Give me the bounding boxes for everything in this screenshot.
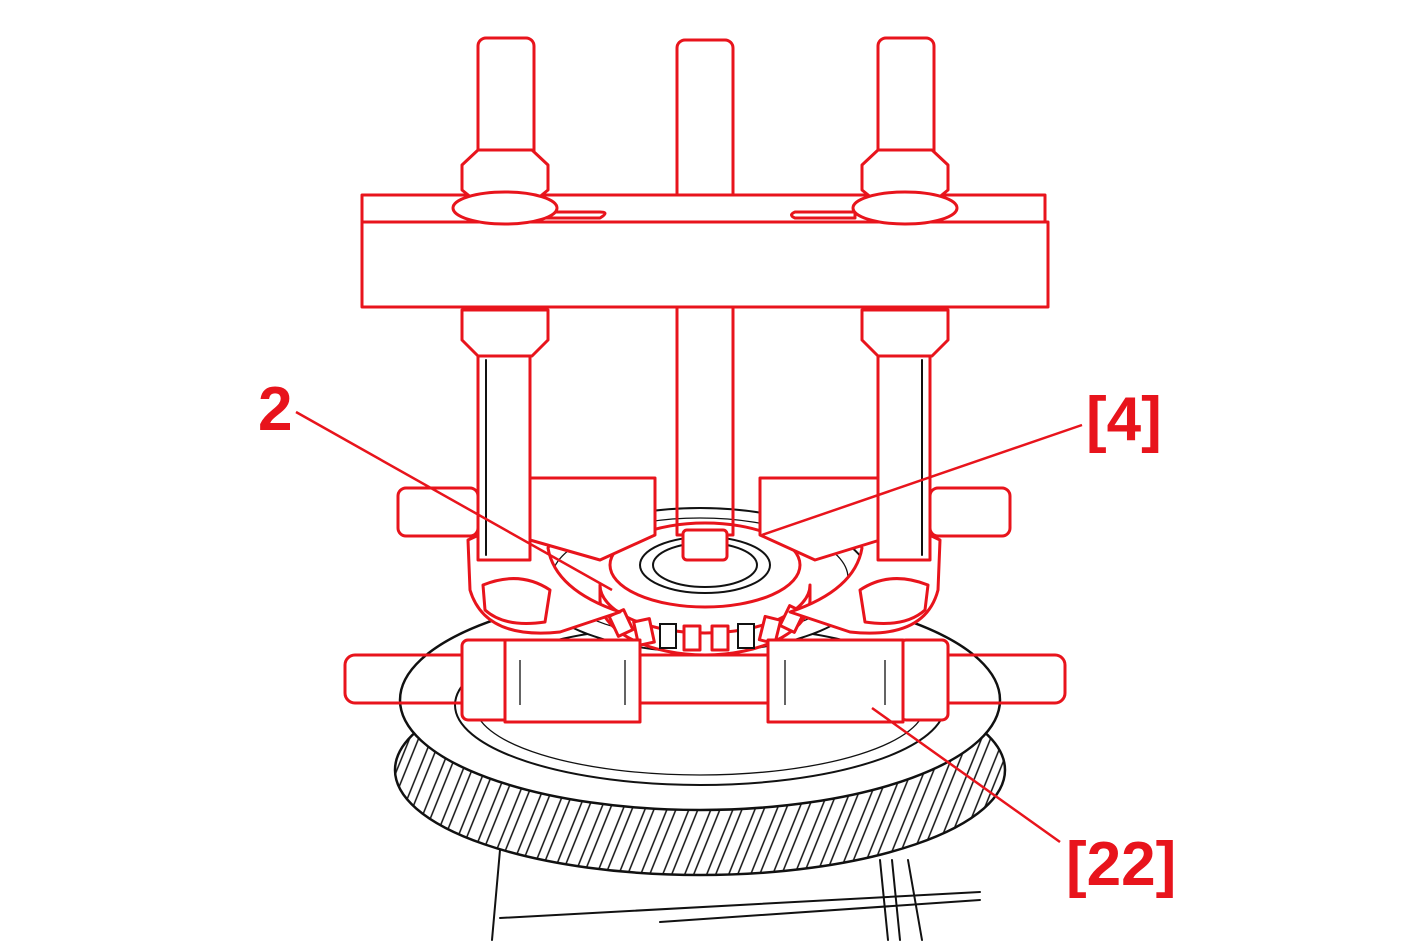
leader-lines: [295, 410, 1083, 844]
left-upper-rod: [451, 36, 559, 226]
callout-22: [22]: [1066, 830, 1176, 899]
cross-bar-assembly: [343, 638, 1067, 724]
vertical-rods: [476, 348, 932, 562]
leader-2: [295, 410, 613, 592]
lower-beam-nuts: [460, 308, 950, 358]
callout-2: 2: [258, 375, 292, 444]
leader-4: [761, 423, 1083, 537]
leader-22: [871, 706, 1061, 844]
right-upper-rod: [851, 36, 959, 226]
callout-4: [4]: [1086, 385, 1162, 454]
shaft-lines: [491, 849, 981, 941]
